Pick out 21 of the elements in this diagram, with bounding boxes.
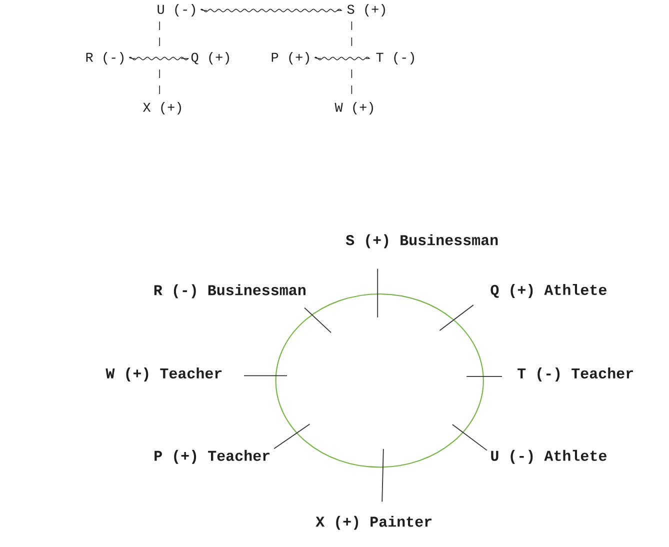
- wavy-line: [129, 56, 190, 60]
- person-label: W (+): [334, 102, 373, 115]
- person-label: S (+): [347, 4, 385, 17]
- dashed-line: [351, 21, 352, 96]
- person-label: R (-) Businessman: [154, 284, 306, 298]
- wavy-line: [200, 8, 342, 12]
- person-label: W (+) Teacher: [106, 368, 222, 382]
- dashed-line: [159, 21, 160, 96]
- person-label: T (-): [376, 52, 414, 65]
- person-label: X (+) Painter: [316, 516, 432, 530]
- person-label: S (+) Businessman: [346, 234, 498, 248]
- person-label: P (+) Teacher: [154, 450, 270, 464]
- person-label: Q (+): [191, 52, 229, 65]
- person-label: U (-) Athlete: [491, 450, 606, 464]
- person-label: X (+): [142, 102, 181, 115]
- person-label: T (-) Teacher: [518, 368, 634, 382]
- person-label: U (-): [158, 4, 195, 17]
- person-label: R (-): [86, 52, 124, 65]
- person-label: Q (+) Athlete: [490, 284, 606, 298]
- wavy-line: [314, 56, 370, 60]
- person-label: P (+): [272, 52, 309, 65]
